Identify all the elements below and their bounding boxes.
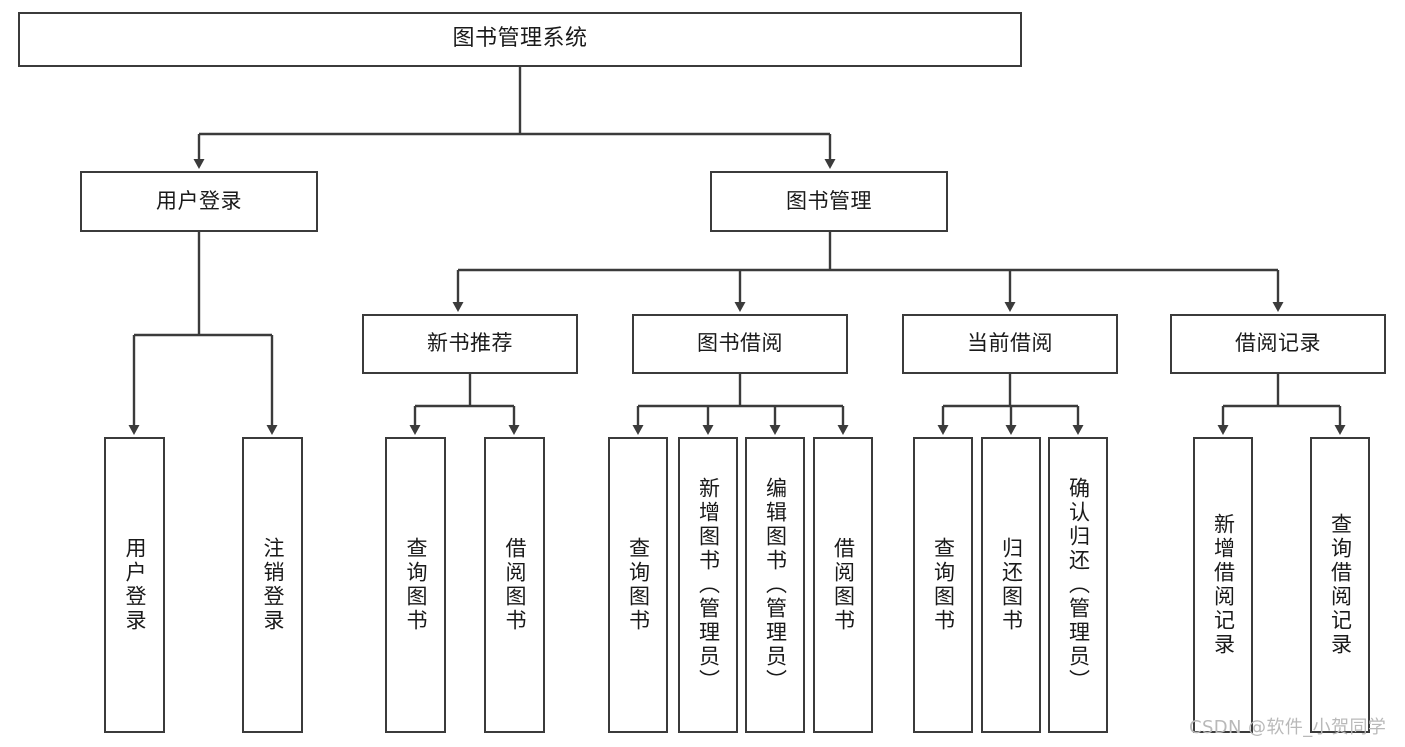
- node-book-manage[interactable]: 图书管理: [710, 171, 948, 232]
- node-leaf-query-book-borrow-label: 查询图书: [626, 537, 651, 633]
- node-leaf-borrow-book-label: 借阅图书: [831, 537, 856, 633]
- node-leaf-user-login-label: 用户登录: [123, 537, 147, 633]
- node-leaf-confirm-return-label: 确认归还（管理员）: [1066, 477, 1091, 693]
- node-root[interactable]: 图书管理系统: [18, 12, 1022, 67]
- node-new-book-recommend[interactable]: 新书推荐: [362, 314, 578, 374]
- node-leaf-user-login[interactable]: 用户登录: [104, 437, 165, 733]
- node-current-borrow[interactable]: 当前借阅: [902, 314, 1118, 374]
- node-user-login[interactable]: 用户登录: [80, 171, 318, 232]
- node-leaf-add-book[interactable]: 新增图书（管理员）: [678, 437, 738, 733]
- node-leaf-query-borrow-record[interactable]: 查询借阅记录: [1310, 437, 1370, 733]
- node-leaf-query-book-borrow[interactable]: 查询图书: [608, 437, 668, 733]
- csdn-watermark: CSDN @软件_小贺同学: [1189, 717, 1387, 738]
- node-leaf-query-book-current-label: 查询图书: [931, 537, 956, 633]
- node-current-borrow-label: 当前借阅: [967, 331, 1053, 356]
- node-borrow-record[interactable]: 借阅记录: [1170, 314, 1386, 374]
- node-book-borrow[interactable]: 图书借阅: [632, 314, 848, 374]
- node-leaf-add-borrow-record-label: 新增借阅记录: [1211, 513, 1236, 657]
- node-leaf-query-book-current[interactable]: 查询图书: [913, 437, 973, 733]
- node-book-manage-label: 图书管理: [786, 188, 872, 213]
- node-book-borrow-label: 图书借阅: [697, 331, 783, 356]
- node-leaf-confirm-return[interactable]: 确认归还（管理员）: [1048, 437, 1108, 733]
- node-leaf-query-book-recommend[interactable]: 查询图书: [385, 437, 446, 733]
- node-leaf-query-book-recommend-label: 查询图书: [404, 537, 428, 633]
- node-leaf-query-borrow-record-label: 查询借阅记录: [1328, 513, 1353, 657]
- node-leaf-borrow-book[interactable]: 借阅图书: [813, 437, 873, 733]
- node-leaf-add-borrow-record[interactable]: 新增借阅记录: [1193, 437, 1253, 733]
- node-leaf-user-logout[interactable]: 注销登录: [242, 437, 303, 733]
- node-leaf-return-book[interactable]: 归还图书: [981, 437, 1041, 733]
- node-leaf-edit-book[interactable]: 编辑图书（管理员）: [745, 437, 805, 733]
- node-leaf-add-book-label: 新增图书（管理员）: [696, 477, 721, 693]
- node-user-login-label: 用户登录: [156, 188, 242, 213]
- node-leaf-borrow-book-recommend-label: 借阅图书: [503, 537, 527, 633]
- node-leaf-borrow-book-recommend[interactable]: 借阅图书: [484, 437, 545, 733]
- node-borrow-record-label: 借阅记录: [1235, 331, 1321, 356]
- node-leaf-return-book-label: 归还图书: [999, 537, 1024, 633]
- node-root-label: 图书管理系统: [452, 26, 588, 52]
- node-leaf-user-logout-label: 注销登录: [261, 537, 285, 633]
- node-new-book-recommend-label: 新书推荐: [427, 331, 513, 356]
- node-leaf-edit-book-label: 编辑图书（管理员）: [763, 477, 788, 693]
